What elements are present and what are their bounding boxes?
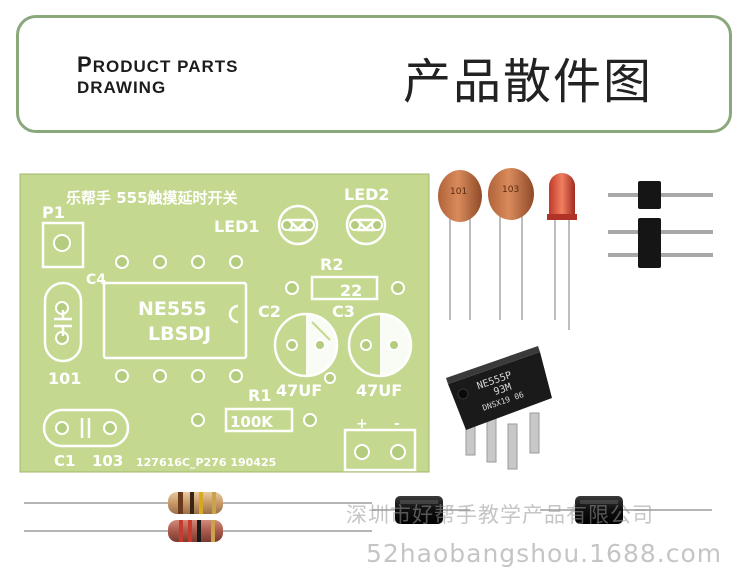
pcb-serial: 127616C_P276 190425 — [136, 456, 276, 469]
title-english-line2: DRAWING — [77, 78, 167, 97]
watermark-url: 52haobangshou.1688.com — [366, 539, 723, 568]
pcb-minus-label: - — [394, 416, 400, 432]
pcb-p1-label: P1 — [42, 203, 65, 222]
pcb-c4-value: 101 — [48, 369, 81, 388]
pcb-ic-label1: NE555 — [138, 298, 207, 320]
red-led — [547, 173, 577, 330]
pcb-title-label: 乐帮手 555触摸延时开关 — [66, 189, 238, 207]
ceramic-capacitor-103: 103 — [488, 168, 534, 320]
pcb-led2-label: LED2 — [344, 185, 390, 204]
pcb-c2-label: C2 — [258, 302, 281, 321]
watermark-company: 深圳市好帮手教学产品有限公司 — [346, 503, 654, 527]
cap-101-mark: 101 — [450, 187, 467, 197]
resistor-22 — [24, 520, 372, 542]
pcb-c3-label: C3 — [332, 302, 355, 321]
pcb-c2-value: 47UF — [276, 381, 322, 400]
pcb-c4-label: C4 — [86, 272, 106, 288]
title-chinese: 产品散件图 — [403, 54, 654, 110]
header-banner: PRODUCT PARTS DRAWING 产品散件图 — [16, 15, 732, 133]
pcb-r2-value: 22 — [340, 281, 362, 300]
pcb-board: 乐帮手 555触摸延时开关 P1 LED1 LED2 C4 NE555 LBSD… — [19, 173, 430, 473]
ne555-chip: NE555P 93M DNSX19 06 — [446, 346, 552, 470]
pcb-led1-label: LED1 — [214, 217, 260, 236]
title-english: PRODUCT PARTS DRAWING — [77, 54, 238, 98]
pcb-r1-value: 100K — [230, 413, 274, 431]
pcb-c3-value: 47UF — [356, 381, 402, 400]
pin-header-2pin — [608, 181, 713, 209]
cap-103-mark: 103 — [502, 185, 519, 195]
electrolytic-capacitor-2 — [540, 496, 712, 524]
resistor-100k — [24, 492, 372, 514]
pin-header-3pin — [608, 218, 713, 268]
ceramic-capacitor-101: 101 — [438, 170, 482, 320]
pcb-c1-label: C1 — [54, 452, 75, 470]
title-english-line1: RODUCT PARTS — [92, 57, 239, 76]
electrolytic-capacitor-1 — [372, 496, 470, 524]
pcb-ic-label2: LBSDJ — [148, 323, 211, 345]
pcb-plus-label: + — [356, 416, 368, 432]
pcb-c1-value: 103 — [92, 452, 123, 470]
pcb-r2-label: R2 — [320, 255, 343, 274]
title-english-initial: P — [77, 52, 93, 77]
pcb-r1-label: R1 — [248, 386, 271, 405]
